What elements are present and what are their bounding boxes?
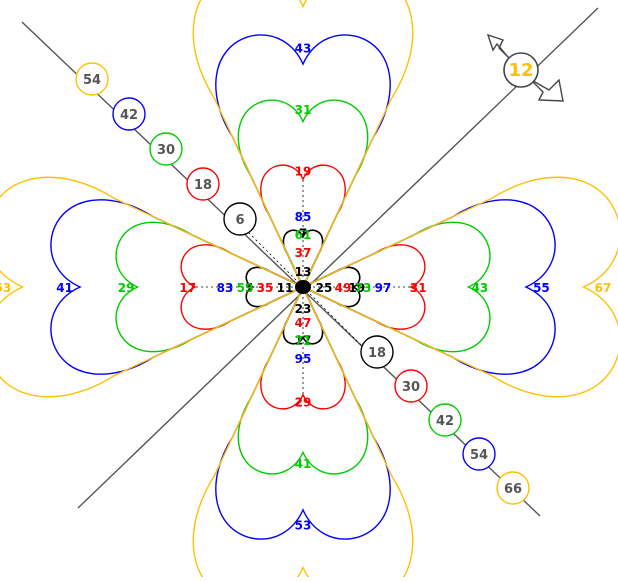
ring-1-left-label: 5: [245, 281, 253, 295]
number-circle-ring: [428, 403, 462, 437]
lower-right-circle-3: 42: [428, 403, 462, 437]
inner-bottom-label: 95: [295, 352, 312, 366]
heart-outline-right-ring-3: [301, 221, 491, 353]
number-circle-value: 66: [504, 482, 522, 497]
heart-outline-bottom-ring-3: [237, 285, 369, 475]
heart-outline-left-ring-4: [50, 199, 305, 375]
inner-right-label: 73: [355, 281, 372, 295]
upper-left-circle-1: 6: [223, 202, 257, 236]
heart-outline-right-ring-2: [301, 244, 426, 330]
spoke-line: [232, 216, 304, 288]
lower-right-circle-5: 66: [496, 471, 530, 505]
inner-top-label: 61: [295, 228, 312, 242]
inner-right-label: 97: [375, 281, 392, 295]
heart-outline-bottom-ring-4: [215, 285, 391, 540]
number-circle-value: 54: [83, 73, 101, 88]
ring-4-left-label: 41: [56, 281, 73, 295]
number-circle-ring: [75, 62, 109, 96]
ring-4-bottom-label: 53: [295, 518, 312, 532]
arrow-down-right-icon: [530, 78, 564, 102]
ring-2-top-label: 19: [295, 165, 312, 179]
ring-1-bottom-label: 17: [295, 334, 312, 348]
resize-arrows-badge[interactable]: 12: [486, 33, 564, 102]
ring-3-top-label: 31: [295, 103, 312, 117]
number-circle-ring: [394, 369, 428, 403]
heart-outline-top-ring-3: [237, 99, 369, 289]
lower-right-circle-2: 30: [394, 369, 428, 403]
ring-1-top-label: 7: [299, 226, 307, 240]
heart-outline-right-ring-4: [301, 199, 556, 375]
number-circle-value: 18: [194, 178, 212, 193]
ring-5-left-label: 53: [0, 281, 11, 295]
number-circle-value: 42: [120, 108, 138, 123]
center-label-up: 13: [295, 265, 312, 279]
number-circle-ring: [223, 202, 257, 236]
heart-outline-bottom-ring-2: [260, 285, 346, 410]
number-circle-value: 30: [402, 380, 420, 395]
heart-outline-top-ring-5: [192, 0, 414, 289]
inner-spoke-lines: [193, 177, 413, 397]
ring-4-top-label: 43: [295, 42, 312, 56]
inner-left-label: 83: [217, 281, 234, 295]
inner-top-label: 37: [295, 246, 312, 260]
ring-5-right-label: 67: [595, 281, 612, 295]
center-label-left: 11: [277, 281, 294, 295]
heart-outline-top-ring-4: [215, 34, 391, 289]
number-circle-value: 6: [235, 213, 244, 228]
ring-3-right-label: 43: [471, 281, 488, 295]
number-circle-ring: [360, 335, 394, 369]
upper-left-circle-2: 18: [186, 167, 220, 201]
arrow-up-left-icon: [486, 33, 512, 61]
heart-outline-left-ring-5: [0, 176, 305, 398]
ring-1-right-label: 19: [348, 281, 365, 295]
number-circle-value: 18: [368, 346, 386, 361]
number-circle-value: 30: [157, 143, 175, 158]
ring-4-right-label: 55: [533, 281, 550, 295]
inner-bottom-label: 71: [295, 334, 312, 348]
inner-left-label: 35: [257, 281, 274, 295]
heart-outline-bottom-ring-5: [192, 285, 414, 582]
ring-3-left-label: 29: [118, 281, 135, 295]
number-circle-ring: [186, 167, 220, 201]
inner-left-label: 59: [237, 281, 254, 295]
inner-right-label: 49: [335, 281, 352, 295]
heart-outline-left-ring-2: [180, 244, 305, 330]
center-label-right: 25: [316, 281, 333, 295]
diagonal-number-circles: 6 18 30 42 54 18 30 42 54 66: [75, 62, 530, 505]
ring-2-bottom-label: 29: [295, 395, 312, 409]
badge-circle: [503, 52, 539, 88]
upper-left-circle-5: 54: [75, 62, 109, 96]
heart-outline-left-ring-3: [115, 221, 305, 353]
upper-left-circle-4: 42: [112, 97, 146, 131]
number-circle-ring: [462, 437, 496, 471]
upper-left-circle-3: 30: [149, 132, 183, 166]
lower-right-circle-1: 18: [360, 335, 394, 369]
number-circle-ring: [149, 132, 183, 166]
lower-left-to-upper-right-diagonal-line: [77, 7, 599, 509]
heart-outline-top-ring-2: [260, 164, 346, 289]
inner-bottom-label: 47: [295, 316, 312, 330]
number-circle-value: 42: [436, 414, 454, 429]
number-circle-value: 54: [470, 448, 488, 463]
number-circle-ring: [496, 471, 530, 505]
ring-2-left-label: 17: [179, 281, 196, 295]
inner-top-label: 85: [295, 210, 312, 224]
lower-right-circle-4: 54: [462, 437, 496, 471]
center-label-down: 23: [295, 302, 312, 316]
ring-3-bottom-label: 41: [295, 457, 312, 471]
center-dot-icon: [295, 280, 311, 294]
spoke-line: [302, 286, 374, 358]
ring-2-right-label: 31: [410, 281, 427, 295]
upper-left-diagonal-line: [21, 21, 541, 517]
heart-outline-right-ring-5: [301, 176, 618, 398]
badge-value: 12: [508, 60, 533, 81]
number-circle-ring: [112, 97, 146, 131]
